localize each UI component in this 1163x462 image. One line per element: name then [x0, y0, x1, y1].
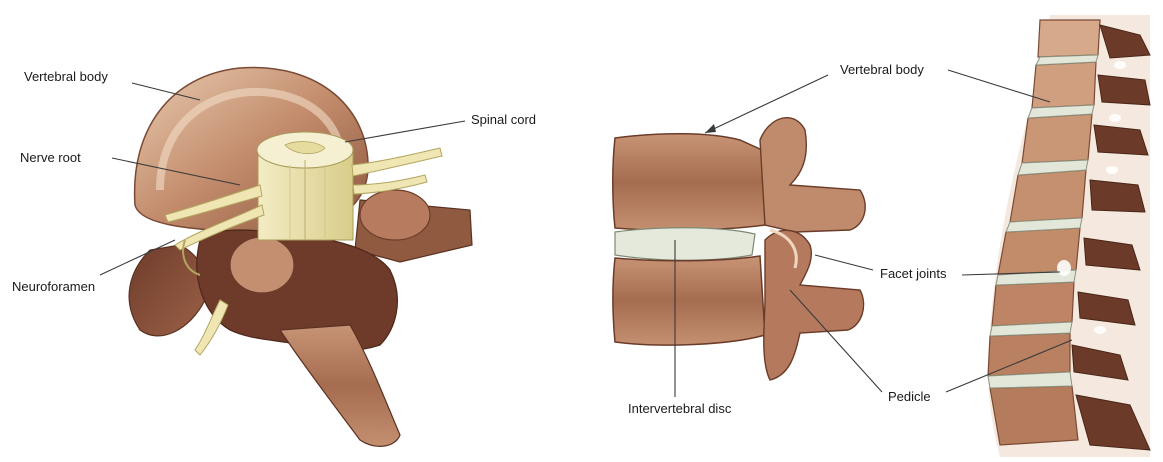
- lower-vertebral-body: [613, 256, 765, 345]
- label-intervertebral-disc: Intervertebral disc: [628, 402, 731, 415]
- label-facet-joints: Facet joints: [880, 267, 946, 280]
- leader-facet-joints: [815, 255, 873, 270]
- leader-spinal-cord: [345, 121, 465, 142]
- label-vertebral-body-left: Vertebral body: [24, 70, 108, 83]
- spinal-cord-drawing: [257, 132, 353, 240]
- upper-vertebral-body: [613, 134, 765, 230]
- intervertebral-disc-drawing: [615, 228, 755, 261]
- axial-vertebra-illustration: [129, 67, 472, 446]
- lumbar-spine-column-illustration: [988, 15, 1150, 457]
- label-neuroforamen: Neuroforamen: [12, 280, 95, 293]
- label-nerve-root: Nerve root: [20, 151, 81, 164]
- leader-vertebral-body-right-1: [705, 75, 828, 133]
- left-transverse-process: [129, 245, 208, 336]
- label-pedicle: Pedicle: [888, 390, 931, 403]
- label-vertebral-body-right: Vertebral body: [840, 63, 924, 76]
- lateral-vertebrae-illustration: [613, 118, 865, 380]
- label-spinal-cord: Spinal cord: [471, 113, 536, 126]
